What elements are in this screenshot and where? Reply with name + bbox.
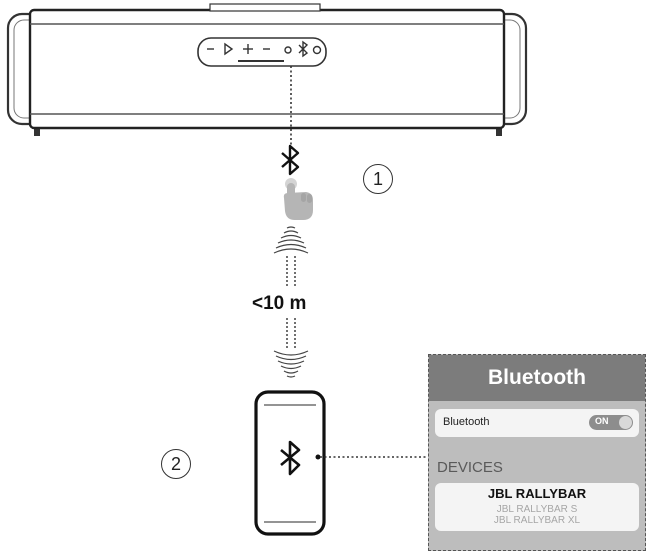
distance-label: <10 m <box>252 293 307 314</box>
bluetooth-settings-panel: Bluetooth Bluetooth ON DEVICES JBL RALLY… <box>428 354 646 551</box>
bluetooth-toggle-row: Bluetooth ON <box>435 409 639 437</box>
wireless-waves-icon <box>273 226 309 254</box>
panel-title: Bluetooth <box>429 355 645 401</box>
wireless-waves-icon <box>273 350 309 378</box>
bluetooth-icon <box>281 144 300 176</box>
device-item[interactable]: JBL RALLYBAR <box>487 486 587 501</box>
toggle-knob <box>619 416 632 429</box>
soundbar <box>6 3 528 136</box>
device-item[interactable]: JBL RALLYBAR XL <box>493 515 581 526</box>
speaker-control-icons <box>207 40 322 58</box>
hand-pointer-icon <box>283 178 313 220</box>
devices-list: JBL RALLYBAR JBL RALLYBAR S JBL RALLYBAR… <box>435 483 639 531</box>
bluetooth-icon <box>280 440 301 476</box>
device-item[interactable]: JBL RALLYBAR S <box>496 504 578 515</box>
toggle-state: ON <box>595 416 609 426</box>
bluetooth-toggle[interactable]: ON <box>589 415 633 430</box>
devices-heading: DEVICES <box>437 459 503 476</box>
toggle-label: Bluetooth <box>443 416 490 428</box>
smartphone <box>254 390 326 536</box>
step-one-label: 1 <box>363 164 393 194</box>
step-two-label: 2 <box>161 449 191 479</box>
